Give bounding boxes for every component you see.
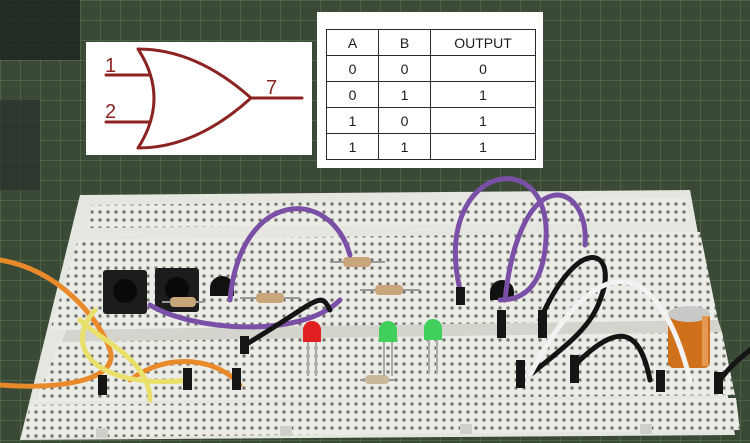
truth-table: A B OUTPUT 0 0 0 0 1 1 1 0 1 1 1 1 xyxy=(325,29,536,160)
or-gate-symbol-icon xyxy=(104,47,304,150)
truth-table-header-row: A B OUTPUT xyxy=(325,29,536,56)
resistors xyxy=(162,257,420,384)
jumper-wires xyxy=(0,176,750,403)
transistor-1 xyxy=(210,276,234,296)
header-output: OUTPUT xyxy=(430,29,536,56)
electrolytic-capacitor xyxy=(668,306,710,368)
cell-b: 0 xyxy=(378,107,432,134)
cell-output: 1 xyxy=(430,81,536,108)
led-green-2 xyxy=(424,319,442,374)
table-row: 1 1 1 xyxy=(325,133,536,160)
led-red xyxy=(303,321,321,376)
cell-output: 1 xyxy=(430,107,536,134)
cell-output: 1 xyxy=(430,133,536,160)
led-green-1 xyxy=(379,321,397,376)
table-row: 1 0 1 xyxy=(325,107,536,134)
cell-a: 0 xyxy=(325,55,380,82)
input-pin-2-label: 2 xyxy=(105,101,117,123)
cell-a: 1 xyxy=(325,107,380,134)
or-gate-diagram: 1 2 7 xyxy=(86,42,312,155)
breadboard xyxy=(20,190,740,440)
output-pin-label: 7 xyxy=(266,77,278,99)
push-button-a xyxy=(103,270,147,314)
wire-connectors xyxy=(98,287,723,395)
cell-b: 1 xyxy=(378,133,432,160)
cell-b: 1 xyxy=(378,81,432,108)
cell-b: 0 xyxy=(378,55,432,82)
header-a: A xyxy=(325,29,380,56)
truth-table-card: A B OUTPUT 0 0 0 0 1 1 1 0 1 1 1 1 xyxy=(317,12,543,168)
cell-output: 0 xyxy=(430,55,536,82)
cell-a: 1 xyxy=(325,133,380,160)
cell-a: 0 xyxy=(325,81,380,108)
table-row: 0 0 0 xyxy=(325,55,536,82)
header-b: B xyxy=(378,29,432,56)
input-pin-1-label: 1 xyxy=(105,55,117,77)
table-row: 0 1 1 xyxy=(325,81,536,108)
